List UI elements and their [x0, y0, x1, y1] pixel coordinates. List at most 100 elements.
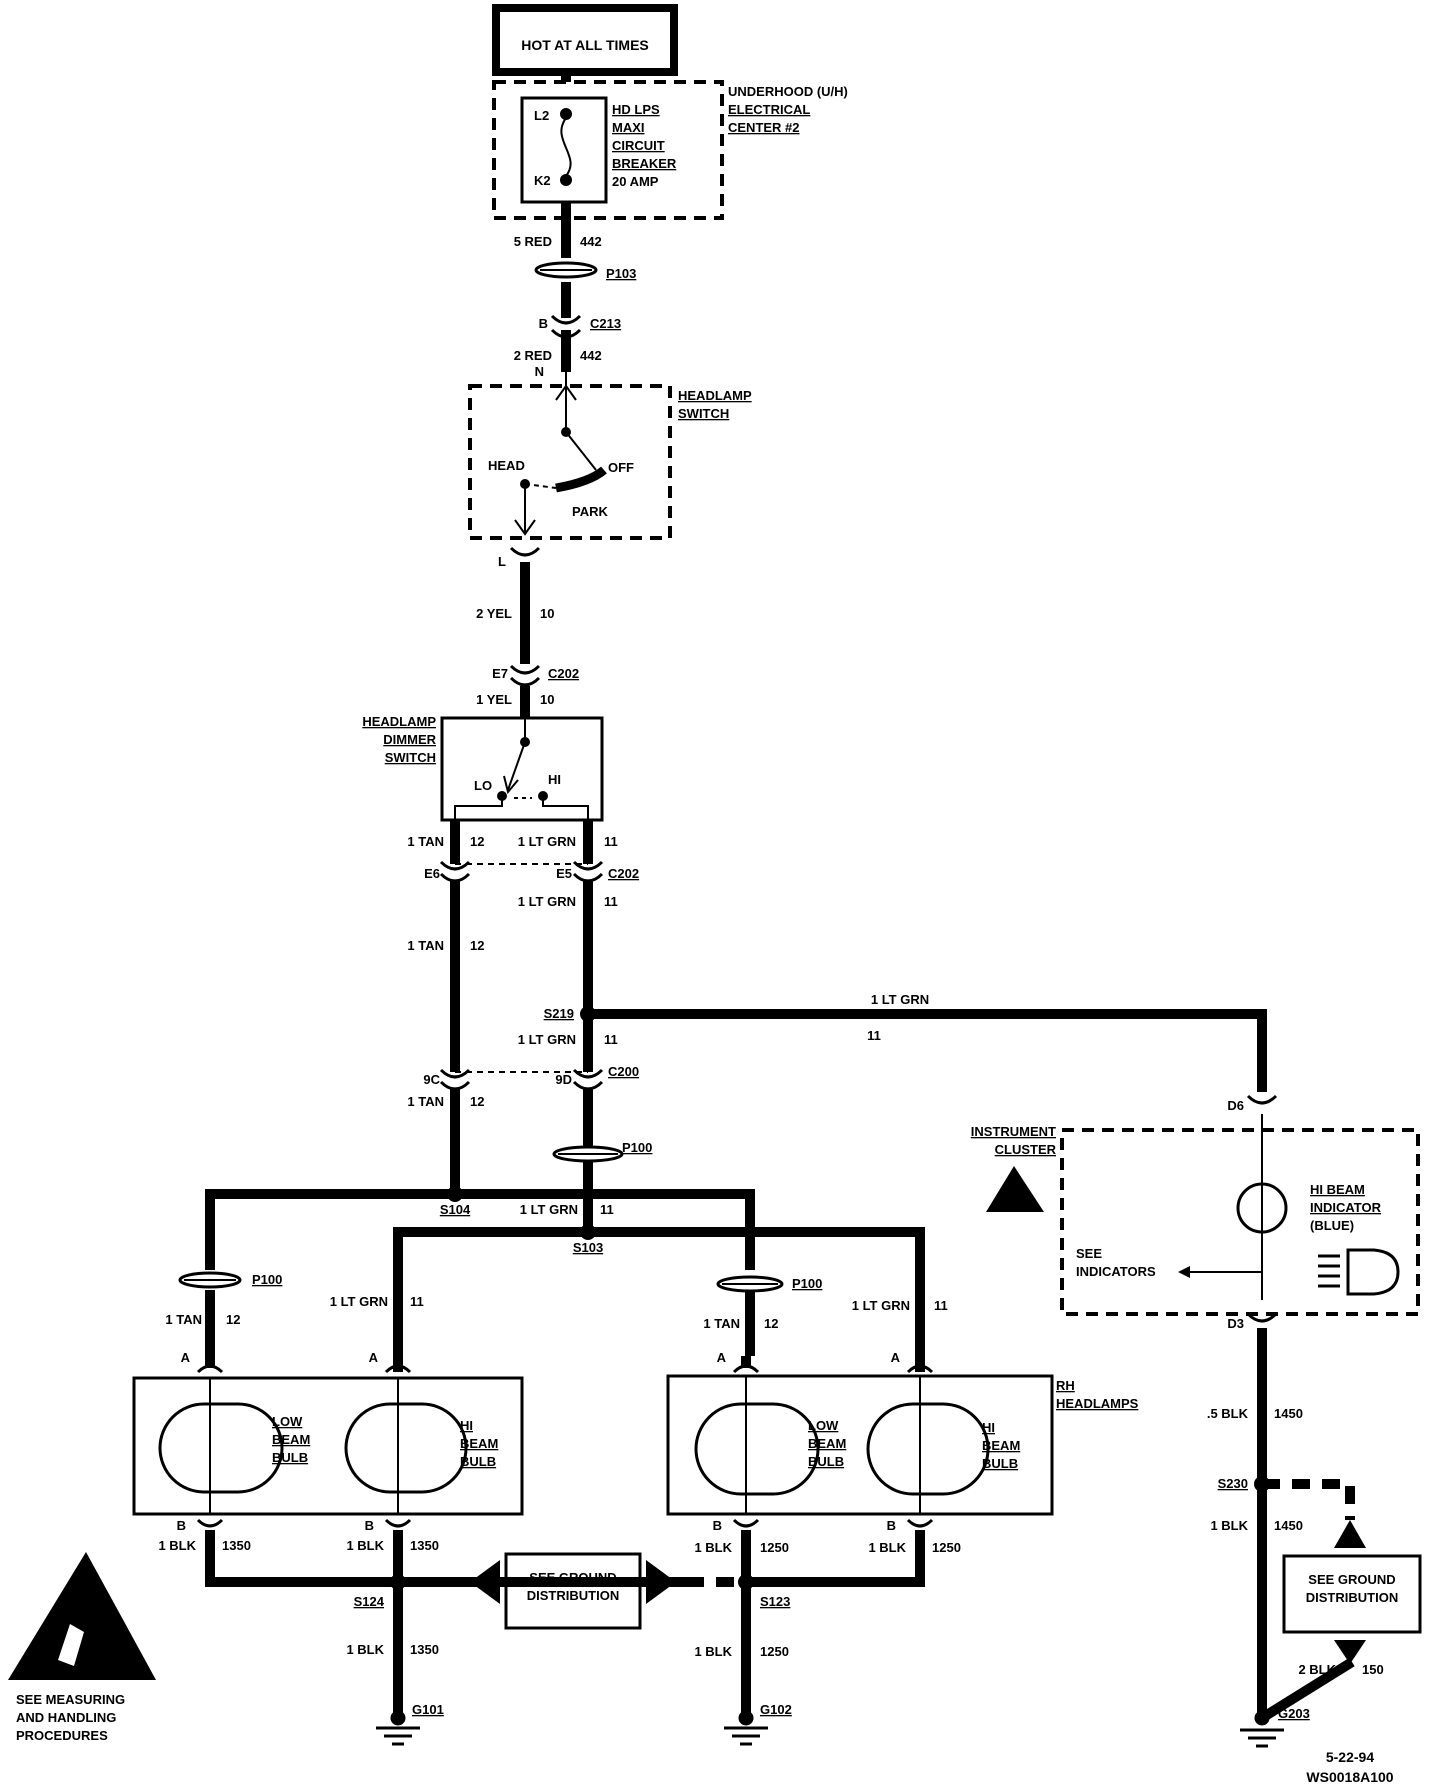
wire-label-w2b: 442	[580, 348, 602, 363]
wire-label-w1b: 442	[580, 234, 602, 249]
dimmer-hi-label: HI	[548, 772, 561, 787]
esd-note-2: AND HANDLING	[16, 1710, 116, 1725]
lamp-connector-bows	[196, 1364, 934, 1528]
wire-label-w14a: 1 LT GRN	[330, 1294, 388, 1309]
rh-low-1: LOW	[808, 1418, 839, 1433]
instrument-cluster: HI BEAM INDICATOR (BLUE) SEE INDICATORS …	[971, 1114, 1420, 1316]
wire-label-s104: S104	[440, 1202, 471, 1217]
dimmer-lo-label: LO	[474, 778, 492, 793]
wire-label-c202b: C202	[608, 866, 639, 881]
rh-hi-2: BEAM	[982, 1438, 1020, 1453]
wire-label-w2a: 2 RED	[514, 348, 552, 363]
breaker-line-3: CIRCUIT	[612, 138, 665, 153]
breaker-line-5: 20 AMP	[612, 174, 659, 189]
wire-label-pa1: A	[181, 1350, 191, 1365]
wire-label-w22b: 1250	[932, 1540, 961, 1555]
cluster-title-1: INSTRUMENT	[971, 1124, 1056, 1139]
wire-label-s124: S124	[354, 1594, 385, 1609]
wire-label-pa2: A	[369, 1350, 379, 1365]
p100-connectors	[178, 1145, 784, 1293]
underhood-center: L2 K2 HD LPS MAXI CIRCUIT BREAKER 20 AMP…	[492, 80, 848, 220]
wire-label-w19b: 1350	[222, 1538, 251, 1553]
esd-note-3: PROCEDURES	[16, 1728, 108, 1743]
wire-label-w17a: .5 BLK	[1207, 1406, 1249, 1421]
headlamp-switch: HEAD OFF PARK HEADLAMP SWITCH	[468, 372, 752, 540]
wire-label-w6a: 1 LT GRN	[518, 834, 576, 849]
ground-box-2-line1: SEE GROUND	[1308, 1572, 1395, 1587]
switch-head-label: HEAD	[488, 458, 525, 473]
switch-off-label: OFF	[608, 460, 634, 475]
ground-distribution-center: SEE GROUND DISTRIBUTION	[470, 1552, 676, 1630]
indicator-line-3: (BLUE)	[1310, 1218, 1354, 1233]
indicator-line-1: HI BEAM	[1310, 1182, 1365, 1197]
wire-label-w25b: 150	[1362, 1662, 1384, 1677]
esd-note-1: SEE MEASURING	[16, 1692, 125, 1707]
wire-label-w5a: 1 TAN	[407, 834, 444, 849]
wire-label-g101: G101	[412, 1702, 444, 1717]
wire-label-w19a: 1 BLK	[158, 1538, 196, 1553]
power-source-label: HOT AT ALL TIMES	[521, 37, 649, 53]
pin-k2: K2	[534, 173, 551, 188]
dimmer-title-3: SWITCH	[385, 750, 436, 765]
ground-dash-links	[398, 1479, 1355, 1587]
wire-label-e5: E5	[556, 866, 572, 881]
rh-title-2: HEADLAMPS	[1056, 1396, 1139, 1411]
wire-label-w9b: 11	[604, 1032, 618, 1047]
lh-hi-1: HI	[460, 1418, 473, 1433]
wire-label-w18b: 1450	[1274, 1518, 1303, 1533]
wire-label-d3: D3	[1227, 1316, 1244, 1331]
lamp-wires	[205, 1328, 1355, 1723]
ground-box-1-line1: SEE GROUND	[529, 1570, 616, 1585]
wire-label-w24a: 1 BLK	[694, 1644, 732, 1659]
wire-label-w7a: 1 LT GRN	[518, 894, 576, 909]
wire-label-w16a: 1 LT GRN	[852, 1298, 910, 1313]
splice-s219	[580, 1006, 596, 1022]
ground-distribution-right: SEE GROUND DISTRIBUTION	[1282, 1520, 1422, 1664]
wire-label-g102: G102	[760, 1702, 792, 1717]
dimmer-title-1: HEADLAMP	[362, 714, 436, 729]
wire-label-s230: S230	[1218, 1476, 1248, 1491]
rh-low-3: BULB	[808, 1454, 844, 1469]
wire-label-w5b: 12	[470, 834, 484, 849]
wire-label-w11a: 1 TAN	[407, 1094, 444, 1109]
ground-symbols	[376, 1710, 1284, 1748]
breaker-line-4: BREAKER	[612, 156, 677, 171]
splice-s104	[447, 1186, 463, 1202]
rh-low-2: BEAM	[808, 1436, 846, 1451]
switch-title-1: HEADLAMP	[678, 388, 752, 403]
wire-label-w18a: 1 BLK	[1210, 1518, 1248, 1533]
pin-l2: L2	[534, 108, 549, 123]
dimmer-switch: LO HI HEADLAMP DIMMER SWITCH	[362, 714, 604, 822]
lh-headlamps: LOW BEAM BULB HI BEAM BULB	[132, 1376, 524, 1516]
wire-label-d6: D6	[1227, 1098, 1244, 1113]
wire-label-pb1: B	[177, 1518, 186, 1533]
wire-label-w4a: 1 YEL	[476, 692, 512, 707]
ground-box-1-line2: DISTRIBUTION	[527, 1588, 619, 1603]
rh-headlamps: LOW BEAM BULB HI BEAM BULB RH HEADLAMPS	[666, 1374, 1139, 1516]
wire-label-s123: S123	[760, 1594, 790, 1609]
wire-label-w22a: 1 BLK	[868, 1540, 906, 1555]
wire-label-s103: S103	[573, 1240, 603, 1255]
esd-warning-icon: SEE MEASURING AND HANDLING PROCEDURES	[8, 1552, 156, 1743]
wire-label-pinN: N	[535, 364, 544, 379]
wire-label-w21b: 1250	[760, 1540, 789, 1555]
wire-label-w6b: 11	[604, 834, 618, 849]
wire-label-pinL: L	[498, 554, 506, 569]
wire-label-s219: S219	[544, 1006, 574, 1021]
wire-label-w3a: 2 YEL	[476, 606, 512, 621]
wire-label-e7: E7	[492, 666, 508, 681]
wire-label-w16b: 11	[934, 1298, 948, 1313]
wire-label-w15b: 12	[764, 1316, 778, 1331]
footer-code: WS0018A100	[1306, 1769, 1393, 1785]
wire-label-c9c: 9C	[423, 1072, 440, 1087]
wire-label-w24b: 1250	[760, 1644, 789, 1659]
wire-label-g203: G203	[1278, 1706, 1310, 1721]
wire-label-p100c: P100	[792, 1276, 822, 1291]
wire-label-w7b: 11	[604, 894, 618, 909]
ground-box-2-line2: DISTRIBUTION	[1306, 1590, 1398, 1605]
splice-s103	[580, 1224, 596, 1240]
wire-label-w20b: 1350	[410, 1538, 439, 1553]
center-title-1: UNDERHOOD (U/H)	[728, 84, 848, 99]
wire-label-w9a: 1 LT GRN	[871, 992, 929, 1007]
